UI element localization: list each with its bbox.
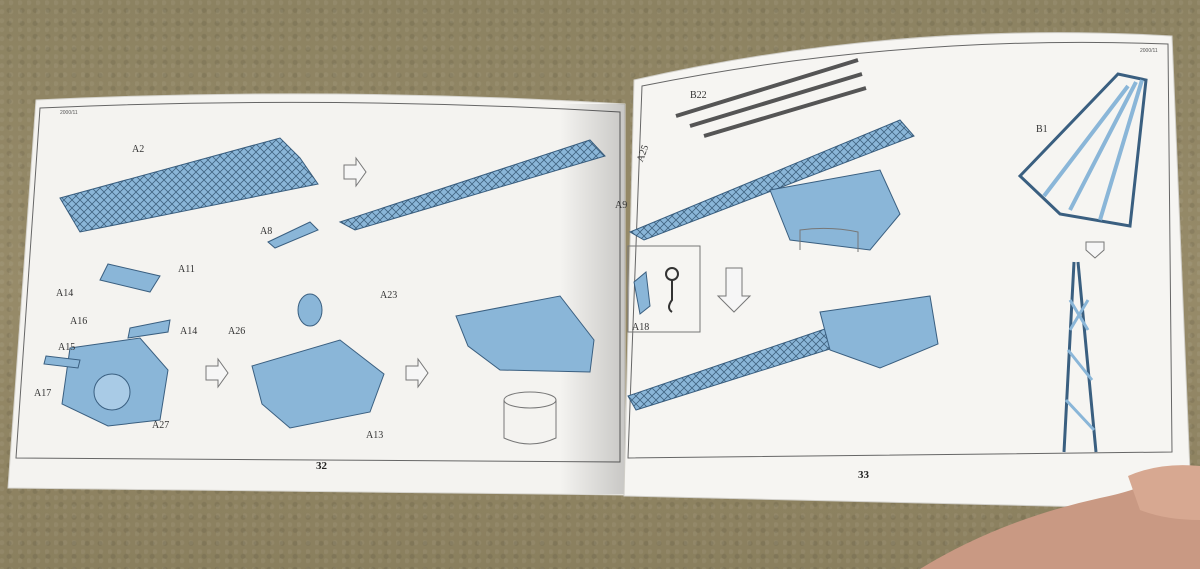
right-page-number: 33 [858,469,870,481]
turntable-on-base-drawing [455,295,595,445]
crane-assembled-drawing [627,295,939,411]
crane-jib-drawing [628,58,915,252]
left-part-labels: A2 A8 A11 A14 A16 A14 A15 A17 A27 A26 A2… [34,144,397,441]
turntable-parts-drawing [43,263,171,427]
left-page-number: 32 [316,460,328,472]
label-b1: B1 [1036,124,1048,135]
label-a13: A13 [366,430,383,441]
label-a23: A23 [380,290,397,301]
label-a17: A17 [34,388,51,399]
label-a9: A9 [615,200,627,211]
turntable-assembly-drawing [251,293,385,429]
left-header-code: 2000/11 [60,110,78,116]
label-a11: A11 [178,264,195,275]
label-a8: A8 [260,226,272,237]
label-a14-1: A14 [56,288,73,299]
right-header-code: 2000/11 [1140,48,1158,54]
tower-b1-drawing [1017,72,1148,453]
part-a8-drawing [267,221,319,249]
label-b22: B22 [690,90,707,101]
label-a27: A27 [152,420,169,431]
boom-assembled-drawing [338,139,606,231]
label-a2: A2 [132,144,144,155]
label-a26: A26 [228,326,245,337]
boom-a2-drawing [59,137,319,233]
right-page: 2000/11 33 B22 [615,32,1191,509]
label-a16: A16 [70,316,87,327]
hook-detail-box [627,245,701,333]
left-page: 2000/11 32 [7,93,626,496]
label-a14-2: A14 [180,326,197,337]
label-a15: A15 [58,342,75,353]
label-a18: A18 [632,322,649,333]
hand [920,465,1200,569]
